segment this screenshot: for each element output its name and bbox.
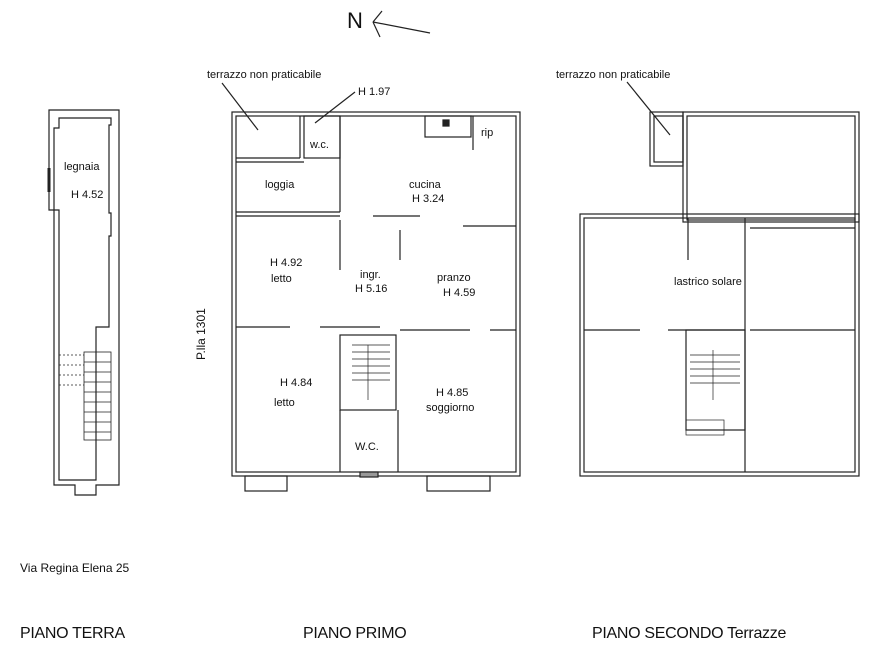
room-name-cucina: cucina [409, 179, 441, 191]
north-arrow-icon [372, 10, 431, 38]
annotation-terrazzo-primo: terrazzo non praticabile [207, 69, 322, 81]
piano-terra-walls [47, 109, 120, 496]
room-name-lastrico-solare: lastrico solare [674, 276, 742, 288]
north-label: N [347, 8, 363, 33]
room-height-letto-1: H 4.92 [270, 257, 303, 269]
room-height-soggiorno: H 4.85 [436, 387, 469, 399]
room-height-ingresso: H 5.16 [355, 283, 388, 295]
room-name-legnaia: legnaia [64, 161, 100, 173]
floor-title-secondo: PIANO SECONDO Terrazze [592, 625, 787, 642]
room-name-soggiorno: soggiorno [426, 402, 475, 414]
room-name-letto-1: letto [271, 273, 292, 285]
room-height-legnaia: H 4.52 [71, 189, 104, 201]
room-name-wc-bottom: W.C. [355, 441, 379, 453]
address-label: Via Regina Elena 25 [20, 561, 130, 575]
floor-title-primo: PIANO PRIMO [303, 625, 407, 642]
annotation-terrazzo-secondo: terrazzo non praticabile [556, 69, 671, 81]
room-name-pranzo: pranzo [437, 272, 471, 284]
room-height-letto-2: H 4.84 [280, 377, 313, 389]
piano-secondo-walls [579, 81, 860, 477]
room-height-cucina: H 3.24 [412, 193, 445, 205]
piano-primo-walls [221, 82, 521, 492]
room-name-loggia: loggia [265, 179, 295, 191]
room-height-pranzo: H 4.59 [443, 287, 476, 299]
parcel-label: P.lla 1301 [194, 308, 208, 360]
floor-title-terra: PIANO TERRA [20, 625, 125, 642]
room-name-letto-2: letto [274, 397, 295, 409]
room-name-rip: rip [481, 127, 494, 139]
room-name-wc-top: w.c. [310, 139, 329, 151]
room-name-ingresso: ingr. [360, 269, 381, 281]
annotation-height-wc: H 1.97 [358, 86, 391, 98]
